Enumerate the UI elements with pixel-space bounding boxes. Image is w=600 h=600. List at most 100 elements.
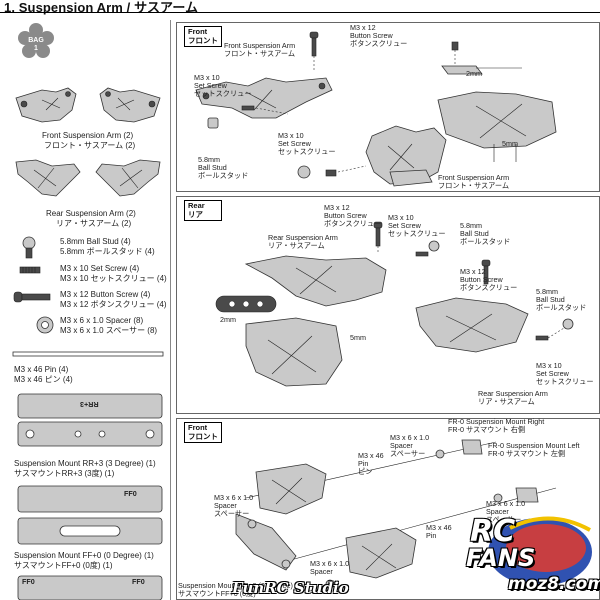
front-arm-bottom-label-en: Front Suspension Arm [438,173,510,182]
mount-left-label-en: FR-0 Suspension Mount Left [488,441,580,450]
mount-ff0-bottom-label-jp: サスマウントFF+0 (0度) [178,589,256,598]
mount-pin-a-jp: ピン [358,467,373,476]
rear-ball-stud-a-size: 5.8mm [460,221,482,230]
rear-ball-stud-a-name: Ball Stud [460,229,489,238]
mount-spacer-a-size: M3 x 6 x 1.0 [390,433,430,442]
front-set-screw-b-size: M3 x 10 [278,131,304,140]
spacer-washer-icon [36,316,54,334]
mount-ff0-stamp-top: FF0 [124,489,137,498]
rear-set-screw-b-size: M3 x 10 [536,361,562,370]
mount-spacer-b-size: M3 x 6 x 1.0 [486,499,526,508]
mount-spacer-d-name: Spacer [310,567,333,576]
front-arm-label-jp: フロント・サスアーム (2) [44,141,136,150]
logo-site: moz8.com [508,574,600,594]
rear-arm-bottom-label-en: Rear Suspension Arm [478,389,548,398]
mount-right-label-jp: FR-0 サスマウント 右側 [448,425,526,434]
rear-ball-stud-a-jp: ボールスタッド [460,237,511,246]
rear-ball-stud-b-size: 5.8mm [536,287,558,296]
front-arm-label-en: Front Suspension Arm (2) [42,131,134,140]
set-screw-label-jp: M3 x 10 セットスクリュー (4) [60,274,167,283]
ball-stud-icon [22,236,36,259]
bag-badge-icon [18,23,54,58]
rear-ball-stud-b-jp: ボールスタッド [536,303,587,312]
front-dim-2mm: 2mm [466,69,482,78]
front-mount-tag-en: Front [188,423,208,432]
rear-arm-top-label-en: Rear Suspension Arm [268,233,338,242]
rear-arm-label-en: Rear Suspension Arm (2) [46,209,136,218]
mount-pin-a-size: M3 x 46 [358,451,384,460]
rear-button-screw-b-size: M3 x 12 [460,267,486,276]
mount-ff0-bottom-illustration [17,575,163,600]
rear-set-screw-a-jp: セットスクリュー [388,229,446,238]
front-arm-assembly-diagram [195,31,557,187]
front-mount-tag: Front フロント [184,422,222,443]
button-screw-icon [13,291,51,303]
front-set-screw-b-jp: セットスクリュー [278,147,336,156]
mount-right-label-en: FR-0 Suspension Mount Right [448,417,545,426]
front-tag-jp: フロント [188,35,218,45]
front-set-screw-b-name: Set Screw [278,139,311,148]
front-mount-assembly-diagram [235,439,557,589]
mount-spacer-a-jp: スペーサー [390,449,426,458]
spacer-label-en: M3 x 6 x 1.0 Spacer (8) [60,316,144,325]
mount-pin-b-size: M3 x 46 [426,523,452,532]
front-button-screw-size: M3 x 12 [350,23,376,32]
front-ball-stud-size: 5.8mm [198,155,220,164]
logo-word-fans: FANS [466,544,536,572]
mount-spacer-b-name: Spacer [486,507,509,516]
mount-spacer-c-name: Spacer [214,501,237,510]
rear-button-screw-b-name: Button Screw [460,275,503,284]
front-arm-top-label-en: Front Suspension Arm [224,41,296,50]
button-screw-label-jp: M3 x 12 ボタンスクリュー (4) [60,300,167,309]
mount-ff0-label-en: Suspension Mount FF+0 (0 Degree) (1) [14,551,154,560]
mount-pin-b-name: Pin [426,531,437,540]
rear-set-screw-b-name: Set Screw [536,369,569,378]
mount-pin-a-name: Pin [358,459,369,468]
bag-label: BAG [28,37,44,44]
rear-tag-jp: リア [188,209,203,219]
front-arm-pair-illustration [15,87,161,123]
pin-label-jp: M3 x 46 ピン (4) [14,375,73,384]
front-dim-5mm: 5mm [502,139,518,148]
front-tag-en: Front [188,27,208,36]
rear-arm-top-label-jp: リア・サスアーム [268,241,325,250]
mount-spacer-a-name: Spacer [390,441,413,450]
front-button-screw-name: Button Screw [350,31,393,40]
front-button-screw-jp: ボタンスクリュー [350,39,408,48]
rear-dim-5mm: 5mm [350,333,366,342]
front-tag: Front フロント [184,26,222,47]
mount-ff0-bottom-label-en: Suspension Mount FF+0 (0 Degree) [178,581,293,590]
front-ball-stud-jp: ボールスタッド [198,171,249,180]
mount-spacer-d-size: M3 x 6 x 1.0 [310,559,350,568]
mount-spacer-c-size: M3 x 6 x 1.0 [214,493,254,502]
spacer-label-jp: M3 x 6 x 1.0 スペーサー (8) [60,326,158,335]
rear-tag-en: Rear [188,201,205,210]
title-divider [0,12,600,13]
front-set-screw-a-size: M3 x 10 [194,73,220,82]
rear-tag: Rear リア [184,200,222,221]
rear-set-screw-a-size: M3 x 10 [388,213,414,222]
mount-ff0-label-jp: サスマウントFF+0 (0度) (1) [14,561,113,570]
pin-icon [12,351,164,357]
parts-list-panel [8,20,171,600]
ball-stud-label-en: 5.8mm Ball Stud (4) [60,237,131,246]
rear-ball-stud-b-name: Ball Stud [536,295,565,304]
funrc-watermark: FunRC Studio [232,579,349,597]
bag-number: 1 [34,45,38,52]
mount-rr3-label-jp: サスマウントRR+3 (3度) (1) [14,469,115,478]
rear-set-screw-b-jp: セットスクリュー [536,377,594,386]
mount-spacer-c-jp: スペーサー [214,509,250,518]
mount-spacer-b-jp: スペーサー [486,515,522,524]
rear-button-screw-a-size: M3 x 12 [324,203,350,212]
mount-rr3-label-en: Suspension Mount RR+3 (3 Degree) (1) [14,459,156,468]
rear-dim-2mm: 2mm [220,315,236,324]
set-screw-icon [19,266,41,274]
mount-ff0-illustration [17,485,163,545]
rear-set-screw-a-name: Set Screw [388,221,421,230]
mount-ff0-stamp-left: FF0 [22,577,35,586]
front-set-screw-a-name: Set Screw [194,81,227,90]
logo-word-rc: RC [470,514,516,549]
rear-arm-assembly-diagram [215,221,574,387]
mount-rr3-stamp: RR+3 [80,400,99,409]
